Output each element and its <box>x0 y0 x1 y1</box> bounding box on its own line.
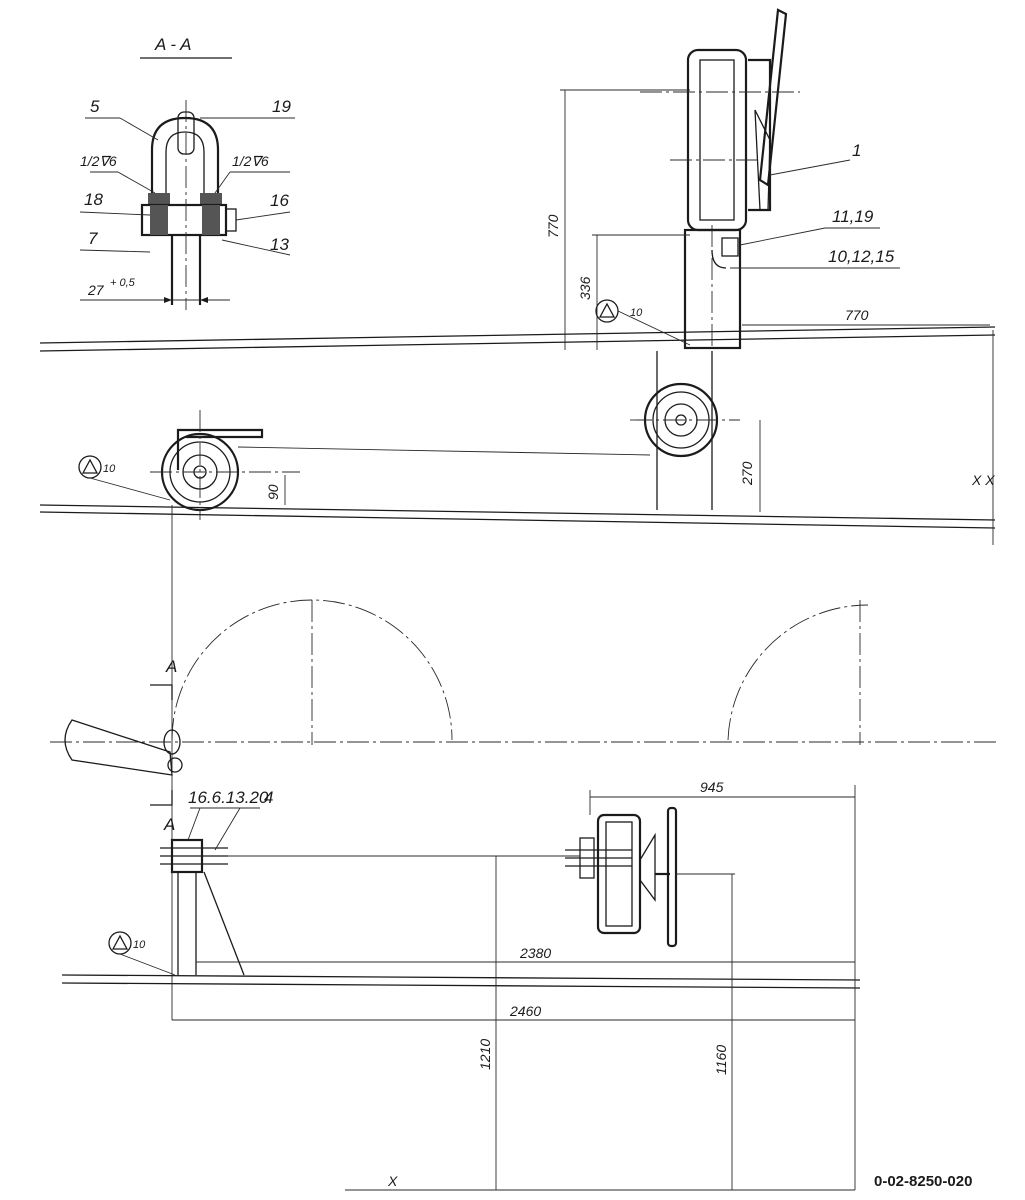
cable-upper <box>237 446 651 456</box>
gear-housing <box>686 48 748 232</box>
callout-13: 13 <box>270 235 289 254</box>
callout-16: 16 <box>270 191 289 210</box>
dim-2460-label: 2460 <box>509 1003 541 1019</box>
callout-19: 19 <box>272 97 291 116</box>
winch-drum <box>596 813 642 935</box>
dim-770-h-label: 770 <box>845 307 869 323</box>
floor-rail-top <box>61 974 861 981</box>
weld-symbol-right: 1/2∇6 <box>232 153 269 169</box>
lever-handle <box>64 719 173 776</box>
split-pin-16 <box>225 208 237 232</box>
dim-336-label: 336 <box>577 276 593 300</box>
lower-rail-top <box>39 504 996 521</box>
weld-num-left: 10 <box>103 463 116 475</box>
upper-rail-bottom <box>39 334 996 352</box>
leader-11-19 <box>739 227 826 246</box>
leader-4 <box>214 807 241 851</box>
hatch-right <box>202 205 220 235</box>
floor-rail-bottom <box>61 982 861 989</box>
leader-5 <box>119 117 159 141</box>
lever-pivot <box>167 757 183 773</box>
chain-link <box>163 729 181 755</box>
section-mark-a-bottom: A <box>163 815 175 834</box>
leader-weld-a <box>117 171 156 194</box>
hatch-left <box>150 205 168 235</box>
dim-770-v-label: 770 <box>545 214 561 238</box>
leader-1 <box>769 159 851 176</box>
weld-num-upper: 10 <box>630 307 643 319</box>
callout-11-19: 11,19 <box>832 207 874 226</box>
dim-1210-label: 1210 <box>477 1039 493 1070</box>
section-mark-a-top: A <box>165 657 177 676</box>
leader-16-6-13-20 <box>187 807 201 841</box>
knob-11-19 <box>721 237 739 257</box>
dim-1160-label: 1160 <box>713 1045 729 1075</box>
weld-block-left <box>148 193 170 205</box>
callout-7: 7 <box>88 229 98 248</box>
weld-symbol-left: 1/2∇6 <box>80 153 117 169</box>
leader-16 <box>235 211 291 221</box>
leader-7 <box>79 249 151 253</box>
plan-view: A A 10 16.6.13.20 4 <box>50 505 1000 1191</box>
shackle-outer <box>150 116 220 198</box>
section-title: A - A <box>154 35 192 54</box>
section-a-a-detail: A - A 5 19 1/2∇6 <box>79 35 295 310</box>
document-number: 0-02-8250-020 <box>874 1173 972 1190</box>
left-brace <box>203 871 245 976</box>
section-arrow-bottom <box>150 790 173 806</box>
axis-xx-label: X X <box>971 472 995 488</box>
dim-2380-label: 2380 <box>519 945 551 961</box>
dim-945-label: 945 <box>700 779 724 795</box>
column <box>683 228 742 350</box>
axis-x-label: X <box>387 1173 398 1189</box>
shackle-inner <box>165 131 205 198</box>
leader-13 <box>221 239 291 256</box>
callout-18: 18 <box>84 190 103 209</box>
handwheel-hub <box>754 109 771 211</box>
callout-4: 4 <box>264 788 273 807</box>
housing-inner <box>699 59 735 221</box>
side-view: 10 10 1 11,19 10,12,15 770 336 770 270 9… <box>39 8 996 545</box>
callout-16-6-13-20: 16.6.13.20 <box>188 788 269 807</box>
weld-num-lower: 10 <box>133 939 146 951</box>
upper-rail-top <box>39 326 996 344</box>
callout-5: 5 <box>90 97 100 116</box>
dim-90-label: 90 <box>265 484 281 500</box>
bracket-left <box>176 428 264 470</box>
handwheel-plan <box>666 806 678 948</box>
dim-27-tolerance: + 0,5 <box>110 277 136 289</box>
swing-arc-right <box>727 604 869 741</box>
leader-18 <box>79 211 151 216</box>
dim-270-label: 270 <box>739 461 755 486</box>
lower-rail-bottom <box>39 511 996 529</box>
section-arrow-top <box>150 684 173 700</box>
callout-10-12-15: 10,12,15 <box>828 247 895 266</box>
weld-block-right <box>200 193 222 205</box>
leader-weld-b <box>214 171 231 194</box>
handwheel-1 <box>758 8 788 187</box>
callout-1: 1 <box>852 141 861 160</box>
winch-hub <box>639 832 656 902</box>
dim-27: 27 <box>87 282 105 298</box>
